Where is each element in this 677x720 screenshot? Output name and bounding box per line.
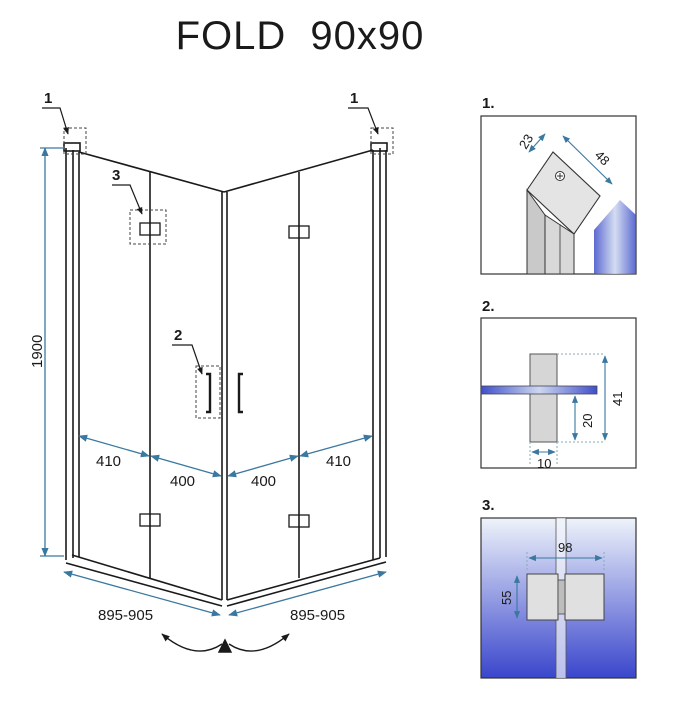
detail-1 [480, 115, 637, 275]
detail-2-dim-width: 10 [537, 456, 551, 471]
detail-3 [480, 517, 637, 679]
callout-label-1-right: 1 [350, 90, 358, 107]
panel-width-2: 400 [170, 473, 195, 490]
base-dimensions [63, 570, 387, 617]
shower-enclosure [63, 142, 388, 607]
callout-label-2: 2 [174, 327, 182, 344]
detail-2-dim-height: 41 [610, 392, 625, 406]
callout-boxes [63, 127, 394, 419]
height-label: 1900 [29, 335, 46, 368]
detail-3-dim-width: 98 [558, 540, 572, 555]
panel-width-1: 410 [96, 453, 121, 470]
door-swing-arrows [161, 633, 290, 653]
base-width-left: 895-905 [98, 607, 153, 624]
diagram-title: FOLD 90x90 [175, 14, 425, 58]
height-dimension [40, 147, 64, 557]
detail-2 [480, 317, 637, 469]
panel-width-dimensions [78, 434, 373, 478]
panel-width-3: 400 [251, 473, 276, 490]
detail-1-label: 1. [482, 95, 495, 112]
detail-3-label: 3. [482, 497, 495, 514]
detail-3-dim-height: 55 [499, 591, 514, 605]
callout-label-3: 3 [112, 167, 120, 184]
callout-leaders [42, 107, 379, 375]
detail-1-dim-a: 23 [516, 131, 536, 151]
panel-width-4: 410 [326, 453, 351, 470]
detail-2-dim-lower: 20 [580, 414, 595, 428]
callout-label-1-left: 1 [44, 90, 52, 107]
detail-2-label: 2. [482, 298, 495, 315]
base-width-right: 895-905 [290, 607, 345, 624]
